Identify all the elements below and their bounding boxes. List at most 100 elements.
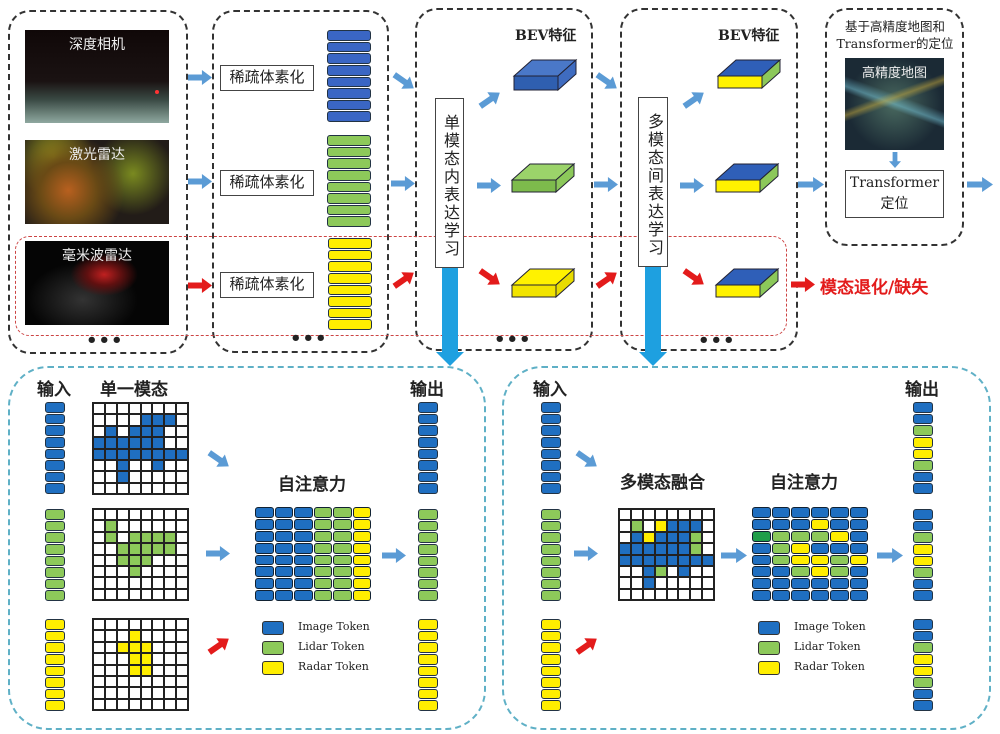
grid-cell — [666, 543, 679, 555]
grid-cell — [116, 653, 129, 665]
grid-cell — [654, 531, 667, 544]
grid-cell — [104, 459, 117, 472]
token-cell — [913, 688, 933, 700]
grid-cell — [164, 437, 177, 449]
attention-token — [294, 554, 313, 566]
self-attention-heading: 自注意力 — [278, 475, 346, 495]
token-cell — [913, 425, 933, 436]
attention-token — [771, 554, 790, 566]
grid-cell — [642, 520, 655, 532]
arrow-icon — [391, 176, 415, 191]
degradation-highlight — [15, 236, 787, 336]
grid-cell — [116, 554, 129, 566]
legend-label: Lidar Token — [794, 640, 861, 653]
token-cell — [418, 448, 438, 460]
attention-token — [830, 542, 849, 554]
localization-title-line1: 基于高精度地图和 — [844, 19, 945, 34]
grid-cell — [654, 520, 667, 532]
grid-cell — [164, 448, 177, 460]
grid-cell — [164, 471, 177, 483]
grid-cell — [104, 554, 117, 566]
token-cell — [45, 665, 65, 677]
attention-token — [294, 590, 313, 601]
grid-cell — [164, 588, 177, 600]
attention-token — [352, 507, 371, 518]
modality-grid-image — [92, 402, 189, 495]
modality-grid-radar — [92, 618, 189, 711]
grid-cell — [619, 554, 631, 566]
attention-token — [771, 518, 790, 530]
attention-token — [255, 530, 274, 542]
attention-token — [830, 566, 849, 578]
token-cell — [913, 543, 933, 555]
token-cell — [913, 460, 933, 471]
voxel-cell — [328, 307, 372, 319]
voxelize-label: 稀疏体素化 — [220, 272, 314, 298]
attention-token — [752, 530, 771, 542]
token-cell — [541, 677, 561, 688]
attention-token — [313, 554, 332, 566]
grid-cell — [176, 619, 188, 631]
output-token-stack — [913, 619, 933, 712]
grid-cell — [666, 565, 679, 578]
grid-cell — [642, 509, 655, 521]
voxel-cell — [327, 135, 371, 146]
grid-cell — [116, 687, 129, 699]
attention-token — [255, 554, 274, 566]
attention-token — [333, 530, 352, 542]
token-cell — [418, 700, 438, 711]
grid-cell — [128, 543, 141, 555]
voxel-cell — [327, 41, 371, 53]
grid-cell — [116, 520, 129, 532]
grid-cell — [690, 554, 703, 566]
grid-cell — [176, 437, 188, 449]
grid-cell — [152, 675, 165, 688]
token-cell — [913, 578, 933, 590]
attention-token — [810, 518, 829, 530]
grid-cell — [152, 619, 165, 631]
arrow-icon — [798, 177, 824, 192]
grid-cell — [104, 531, 117, 544]
grid-cell — [140, 630, 153, 642]
grid-cell — [128, 520, 141, 532]
token-cell — [541, 642, 561, 653]
attention-token — [752, 554, 771, 566]
token-cell — [541, 471, 561, 483]
token-cell — [45, 630, 65, 642]
token-cell — [913, 555, 933, 567]
attention-token — [313, 590, 332, 601]
token-cell — [418, 677, 438, 688]
voxel-cell — [328, 249, 372, 261]
grid-cell — [678, 509, 691, 521]
grid-cell — [642, 554, 655, 566]
attention-token — [791, 554, 810, 566]
grid-cell — [93, 687, 105, 699]
transformer-localization-box: Transformer 定位 — [845, 170, 944, 218]
grid-cell — [128, 437, 141, 449]
grid-cell — [642, 577, 655, 589]
grid-cell — [152, 482, 165, 494]
output-heading: 输出 — [410, 380, 444, 400]
single-modal-panel — [8, 366, 486, 730]
grid-cell — [642, 565, 655, 578]
token-cell — [45, 532, 65, 543]
attention-token — [752, 590, 771, 601]
input-heading: 输入 — [533, 380, 567, 400]
token-cell — [913, 619, 933, 630]
token-cell — [418, 460, 438, 471]
output-token-stack — [913, 509, 933, 602]
grid-cell — [116, 425, 129, 438]
output-token-stack — [913, 402, 933, 495]
attention-token — [771, 542, 790, 554]
legend-label: Lidar Token — [298, 640, 365, 653]
grid-cell — [93, 520, 105, 532]
token-cell — [418, 402, 438, 413]
grid-cell — [678, 554, 691, 566]
legend-swatch-B — [758, 621, 780, 635]
grid-cell — [93, 554, 105, 566]
lidar-image: 激光雷达 — [25, 140, 169, 224]
token-cell — [541, 520, 561, 532]
grid-cell — [128, 425, 141, 438]
grid-cell — [152, 577, 165, 589]
